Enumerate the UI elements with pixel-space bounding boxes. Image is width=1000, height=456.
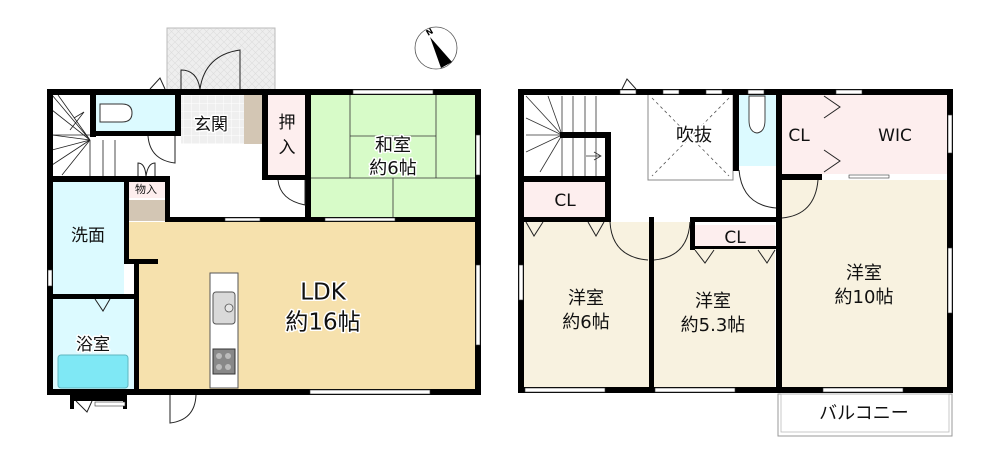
stove-icon	[212, 348, 236, 375]
tatami-lines	[310, 94, 480, 220]
label-youshitsu-b: 洋室	[695, 291, 731, 312]
toilet-icon-2f	[748, 95, 766, 134]
label-cl-mid: CL	[724, 228, 746, 248]
step-1f	[128, 200, 165, 221]
bathtub	[57, 354, 129, 389]
compass-icon: N	[414, 27, 458, 70]
label-youshitsu-a: 洋室	[568, 288, 604, 309]
cl-wic	[782, 94, 948, 174]
label-monoire: 物入	[135, 182, 157, 196]
label-ldk: LDK	[300, 280, 347, 306]
compass-label: N	[425, 27, 435, 38]
youshitsu-c	[782, 180, 948, 387]
label-yokushitsu: 浴室	[76, 335, 110, 355]
balcony	[777, 393, 953, 437]
stairs-1f	[51, 94, 116, 178]
senmen	[52, 182, 124, 294]
washitsu	[310, 94, 480, 220]
monoire	[128, 182, 165, 198]
label-genkan: 玄関	[194, 115, 228, 135]
toilet-icon	[99, 103, 133, 123]
windows-2f	[518, 89, 953, 393]
label-ldk-size: 約16帖	[285, 310, 360, 336]
ldk	[128, 222, 480, 391]
sink-icon	[212, 291, 236, 325]
label-balcony: バルコニー	[819, 403, 909, 424]
label-oshiire-1: 押	[279, 113, 296, 133]
windows-1f	[47, 89, 481, 407]
label-wic: WIC	[878, 126, 912, 146]
cl-left	[523, 182, 605, 218]
label-oshiire-2: 入	[279, 138, 296, 158]
cl-mid	[695, 225, 775, 249]
oshiire	[268, 94, 306, 176]
label-cl-top: CL	[788, 126, 810, 146]
label-senmen: 洗面	[71, 226, 105, 246]
label-washitsu: 和室	[375, 135, 411, 156]
label-cl-left: CL	[554, 191, 576, 211]
youshitsu-a	[523, 222, 649, 387]
floor-1: 玄関 押 入 和室 約6帖 物入 洗面 LDK 約16帖 浴室	[47, 27, 481, 424]
youshitsu-b	[654, 249, 775, 387]
label-fukinuke: 吹抜	[676, 125, 712, 146]
label-youshitsu-c: 洋室	[846, 263, 882, 284]
walls-1f	[47, 89, 481, 409]
label-youshitsu-a-size: 約6帖	[562, 312, 609, 333]
genkan-step	[244, 94, 262, 144]
doors-2f	[525, 78, 841, 264]
walls-2f	[518, 89, 953, 393]
doors-1f	[75, 49, 306, 424]
floor-2: 吹抜 CL WIC CL CL 洋室 約6帖 洋室 約5.3帖 洋室 約10帖 …	[518, 78, 953, 437]
label-youshitsu-c-size: 約10帖	[835, 287, 894, 308]
genkan-floor	[181, 94, 244, 144]
label-washitsu-size: 約6帖	[369, 158, 416, 179]
porch	[166, 27, 276, 91]
label-youshitsu-b-size: 約5.3帖	[681, 315, 746, 336]
